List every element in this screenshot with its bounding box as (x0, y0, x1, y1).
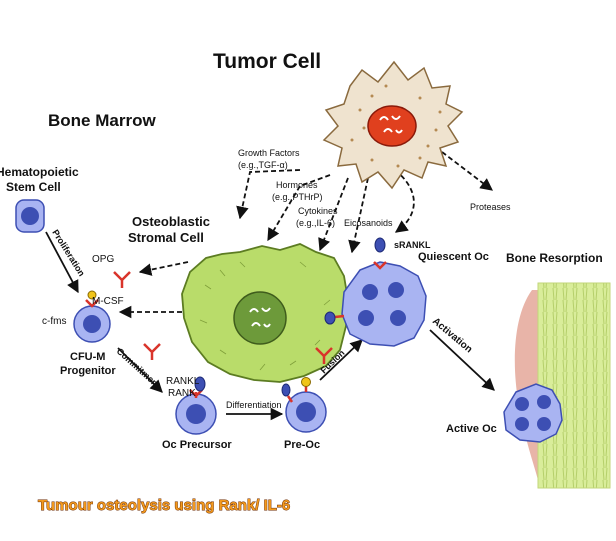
active-osteoclast (503, 383, 563, 443)
label-proteases: Proteases (470, 202, 511, 212)
tumor-chromatin (379, 115, 403, 134)
pre-oc-nucleus (296, 402, 316, 422)
rankl-rank-bridge (324, 311, 345, 325)
stromal-texture (199, 261, 331, 371)
bone-matrix (537, 282, 611, 489)
label-srankl: sRANKL (394, 240, 431, 250)
cfu-m-progenitor-cell (73, 290, 111, 343)
label-hsc-line2: Stem Cell (6, 180, 61, 194)
label-bone-resorption: Bone Resorption (506, 251, 603, 265)
label-cytokines-1: Cytokines (298, 206, 338, 216)
rank-receptor-icon (189, 389, 203, 398)
c-fms-receptor-icon (85, 299, 99, 308)
arrow-proteases (441, 151, 494, 191)
label-hormones-1: Hormones (276, 180, 318, 190)
label-growth-factors-1: Growth Factors (238, 148, 300, 158)
tumor-cell (322, 60, 464, 190)
tumor-cell-nucleus (367, 105, 417, 147)
free-opg-icon-1 (143, 343, 161, 360)
pre-oc-receptor-2-icon (286, 395, 294, 403)
label-rankl: RANKL (166, 376, 200, 387)
oc-precursor-cell (175, 376, 217, 435)
opg-icon (113, 271, 131, 288)
hsc-nucleus (21, 207, 39, 225)
label-tumor-cell: Tumor Cell (213, 50, 321, 73)
label-bone-marrow: Bone Marrow (48, 111, 156, 130)
quiescent-oc-body (341, 261, 427, 347)
oc-precursor-nucleus (186, 404, 206, 424)
label-differentiation: Differentiation (226, 400, 281, 410)
label-osteoblastic-2: Stromal Cell (128, 230, 204, 245)
hematopoietic-stem-cell (15, 199, 45, 233)
label-m-csf: M-CSF (92, 296, 124, 307)
arrow-growth-factors (236, 169, 301, 220)
cfu-m-nucleus (83, 315, 101, 333)
label-commitment: Commitment (115, 346, 163, 390)
label-opg: OPG (92, 254, 114, 265)
label-oc-precursor: Oc Precursor (162, 439, 232, 451)
quiescent-oc-nuclei (358, 282, 406, 326)
arrow-opg (138, 261, 189, 276)
label-proliferation: Proliferation (50, 228, 87, 278)
label-cfu-m-1: CFU-M (70, 351, 105, 363)
arrow-srankl (394, 169, 415, 233)
label-cfu-m-2: Progenitor (60, 365, 116, 377)
quiescent-osteoclast (341, 261, 427, 347)
m-csf-ligand-icon (87, 290, 97, 300)
srankl-ligand-icon (374, 237, 386, 253)
rankl-ligand-icon (194, 376, 206, 392)
label-hsc-line1: Hematopoietic (0, 165, 79, 179)
label-growth-factors-2: (e.g.,TGF-α) (238, 160, 288, 170)
stromal-cell-nucleus (233, 291, 287, 345)
arrow-commitment (117, 347, 163, 393)
pre-oc-cell (281, 377, 327, 433)
quiescent-oc-receptor-icon (373, 261, 387, 270)
arrow-activation (429, 329, 495, 391)
pre-oc-rankl-icon (281, 383, 291, 397)
arrow-eicosanoids (348, 177, 369, 254)
active-oc-body (503, 383, 563, 443)
label-eicosanoids: Eicosanoids (344, 218, 393, 228)
arrow-fusion (319, 339, 363, 381)
label-osteoblastic-1: Osteoblastic (132, 214, 210, 229)
arrows (45, 151, 495, 421)
caption: Tumour osteolysis using Rank/ IL-6 (38, 497, 290, 514)
label-pre-oc: Pre-Oc (284, 439, 320, 451)
label-rank: RANK (168, 388, 196, 399)
label-hormones-2: (e.g.,PTHrP) (272, 192, 323, 202)
label-c-fms: c-fms (42, 316, 66, 327)
label-active-oc: Active Oc (446, 423, 497, 435)
free-opg-icon-2 (315, 347, 333, 364)
arrow-cytokines (318, 177, 349, 252)
stromal-chromatin (249, 307, 271, 328)
tumor-cell-granules (350, 84, 442, 168)
arrow-proliferation (45, 231, 79, 294)
stromal-cell (181, 243, 349, 383)
arrow-hormones (267, 174, 331, 242)
pre-oc-ligand-icon (301, 377, 311, 387)
label-quiescent-oc: Quiescent Oc (418, 251, 489, 263)
label-cytokines-2: (e.g.,IL-6) (296, 218, 335, 228)
active-oc-nuclei (515, 395, 551, 431)
